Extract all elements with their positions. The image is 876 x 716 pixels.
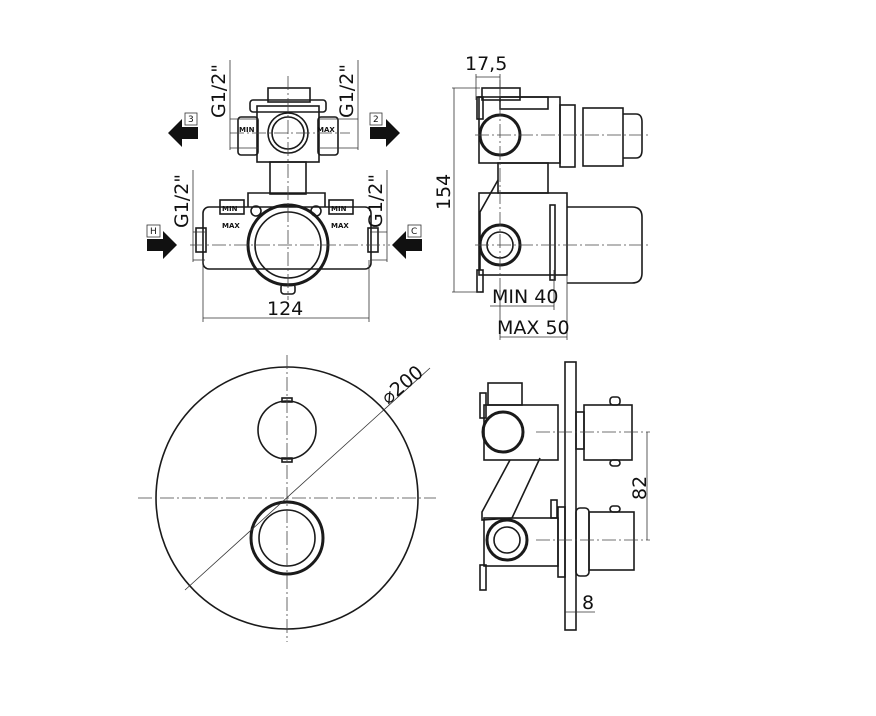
diameter-value: ⌀200 bbox=[377, 361, 428, 409]
outlet-3-arrow: 3 bbox=[168, 112, 198, 147]
diverter-left-lug bbox=[237, 116, 259, 156]
inst-lower-nut bbox=[557, 506, 566, 578]
inst-lower-port-inner bbox=[493, 526, 521, 554]
side-cover-plate bbox=[564, 361, 577, 631]
thread-label-out2: G1/2" bbox=[336, 64, 358, 118]
side-upper-rib bbox=[499, 96, 549, 110]
inst-lower-escutcheon bbox=[575, 507, 590, 577]
hot-stop-cap bbox=[219, 199, 245, 215]
stamp-min-cold: MIN bbox=[331, 205, 347, 213]
thread-dim-cold: G1/2" bbox=[365, 170, 388, 262]
inst-link bbox=[481, 457, 541, 521]
plate-thickness-value: 8 bbox=[582, 592, 594, 614]
side-upper-cap bbox=[481, 87, 521, 101]
stamp-max-cold: MAX bbox=[331, 222, 349, 230]
thermostat-top bbox=[247, 192, 326, 207]
stamp-min-hot: MIN bbox=[222, 205, 238, 213]
thread-label-hot: G1/2" bbox=[171, 174, 193, 228]
cold-inlet-arrow: C bbox=[392, 224, 422, 259]
diverter-cap bbox=[267, 87, 311, 103]
stamp-min: MIN bbox=[239, 126, 255, 134]
cold-label: C bbox=[411, 227, 417, 237]
depth-dimension: MIN 40 MAX 50 bbox=[490, 270, 570, 340]
thermostat-knob bbox=[249, 500, 325, 576]
width-value: 124 bbox=[267, 298, 303, 320]
height-value: 154 bbox=[433, 174, 455, 210]
diverter-right-lug bbox=[317, 116, 339, 156]
side-tube bbox=[497, 162, 549, 194]
valve-body-front-view: MIN MAX MIN MAX MIN MAX G1/2" G1/2" bbox=[146, 60, 422, 322]
max-depth-value: MAX 50 bbox=[497, 317, 570, 339]
inst-thermostat-knob bbox=[588, 511, 635, 571]
stamp-max: MAX bbox=[317, 126, 335, 134]
side-diverter-knob bbox=[623, 113, 643, 159]
inst-upper-escutcheon bbox=[575, 411, 585, 450]
hot-inlet-stub bbox=[195, 227, 207, 253]
diameter-line bbox=[184, 367, 431, 591]
min-depth-value: MIN 40 bbox=[492, 286, 558, 308]
outlet-3-label: 3 bbox=[188, 115, 194, 125]
inst-upper-port bbox=[481, 410, 525, 454]
cold-inlet-stub bbox=[367, 227, 379, 253]
thread-dim-out3: G1/2" bbox=[208, 60, 258, 150]
plate-thickness-dimension: 8 bbox=[565, 592, 595, 614]
side-lower-block bbox=[478, 192, 568, 276]
inst-diverter-tab bbox=[609, 396, 621, 406]
side-diverter-knob-housing bbox=[582, 107, 624, 167]
width-dimension: 124 bbox=[202, 260, 370, 322]
inst-thermostat-tab bbox=[609, 505, 621, 513]
side-lower-rib bbox=[549, 204, 556, 281]
hot-inlet-arrow: H bbox=[146, 224, 177, 259]
hot-label: H bbox=[150, 227, 157, 237]
cold-stop-cap bbox=[328, 199, 354, 215]
inst-lower-clip bbox=[479, 564, 487, 591]
inst-diverter-tab-bottom bbox=[609, 459, 621, 467]
side-upper-nut bbox=[559, 104, 576, 168]
offset-value: 17,5 bbox=[465, 53, 507, 75]
offset-dimension: 17,5 bbox=[465, 53, 507, 100]
side-lower-clip bbox=[476, 269, 484, 293]
valve-body-side-view: 17,5 154 MIN 40 MAX 50 bbox=[433, 53, 650, 340]
spacing-dimension: 82 bbox=[629, 432, 651, 540]
thermostat-body bbox=[202, 206, 372, 270]
inst-upper-cap bbox=[487, 382, 523, 406]
stamp-max-hot: MAX bbox=[222, 222, 240, 230]
installed-side-view: 82 8 bbox=[479, 361, 651, 631]
inst-diverter-knob bbox=[583, 404, 633, 461]
thread-label-out3: G1/2" bbox=[208, 64, 230, 118]
thread-label-cold: G1/2" bbox=[365, 174, 387, 228]
thread-dim-hot: G1/2" bbox=[171, 170, 205, 262]
outlet-2-arrow: 2 bbox=[369, 112, 400, 147]
outlet-2-label: 2 bbox=[373, 115, 379, 125]
screw-left bbox=[250, 205, 262, 217]
thread-dim-out2: G1/2" bbox=[320, 60, 359, 150]
cover-plate-front-view: ⌀200 bbox=[138, 355, 436, 642]
inst-lower-port bbox=[485, 518, 529, 562]
height-dimension: 154 bbox=[433, 87, 480, 293]
spacing-value: 82 bbox=[629, 476, 651, 500]
inst-lower-stop bbox=[550, 499, 558, 519]
